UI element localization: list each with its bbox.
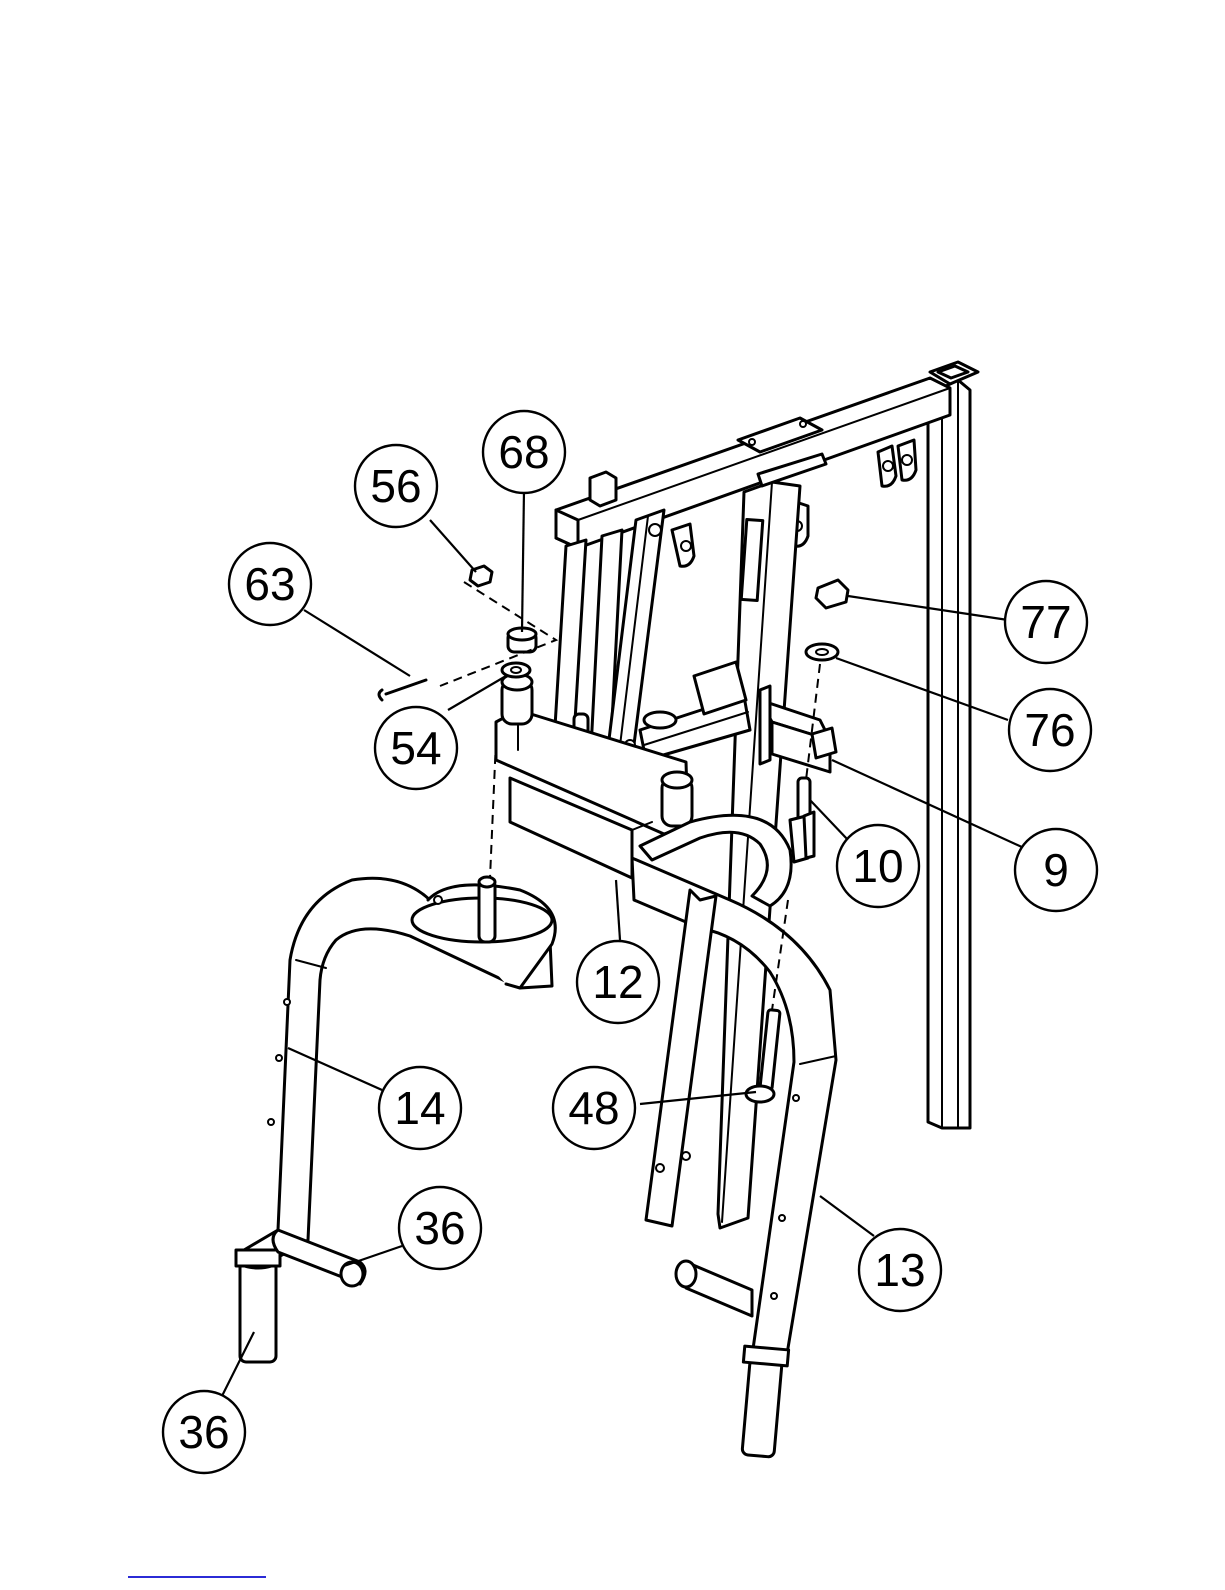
callout-68: 68 (483, 411, 565, 493)
footer-link-underline (128, 1576, 266, 1578)
callout-63-label: 63 (244, 558, 295, 610)
callout-14: 14 (379, 1067, 461, 1149)
callout-76-label: 76 (1024, 704, 1075, 756)
callout-54-label: 54 (390, 722, 441, 774)
callout-77-label: 77 (1020, 596, 1071, 648)
right-upright-post (928, 362, 978, 1128)
callout-36-upper: 36 (399, 1187, 481, 1269)
callout-9: 9 (1015, 829, 1097, 911)
callout-68-label: 68 (498, 426, 549, 478)
callout-36-lower-label: 36 (178, 1406, 229, 1458)
callout-13: 13 (859, 1229, 941, 1311)
callout-10: 10 (837, 825, 919, 907)
front-post (646, 890, 716, 1226)
callout-12-label: 12 (592, 956, 643, 1008)
callout-13-label: 13 (874, 1244, 925, 1296)
callout-54: 54 (375, 707, 457, 789)
callout-36-upper-label: 36 (414, 1202, 465, 1254)
bolt-63 (386, 680, 426, 694)
callout-9-label: 9 (1043, 844, 1069, 896)
callout-48-label: 48 (568, 1082, 619, 1134)
callout-10-label: 10 (852, 840, 903, 892)
callout-76: 76 (1009, 689, 1091, 771)
nut-77 (816, 580, 848, 608)
callout-12: 12 (577, 941, 659, 1023)
callout-56-label: 56 (370, 460, 421, 512)
callout-36-lower: 36 (163, 1391, 245, 1473)
callout-14-label: 14 (394, 1082, 445, 1134)
callout-56: 56 (355, 445, 437, 527)
callout-48: 48 (553, 1067, 635, 1149)
callout-63: 63 (229, 543, 311, 625)
callout-77: 77 (1005, 581, 1087, 663)
